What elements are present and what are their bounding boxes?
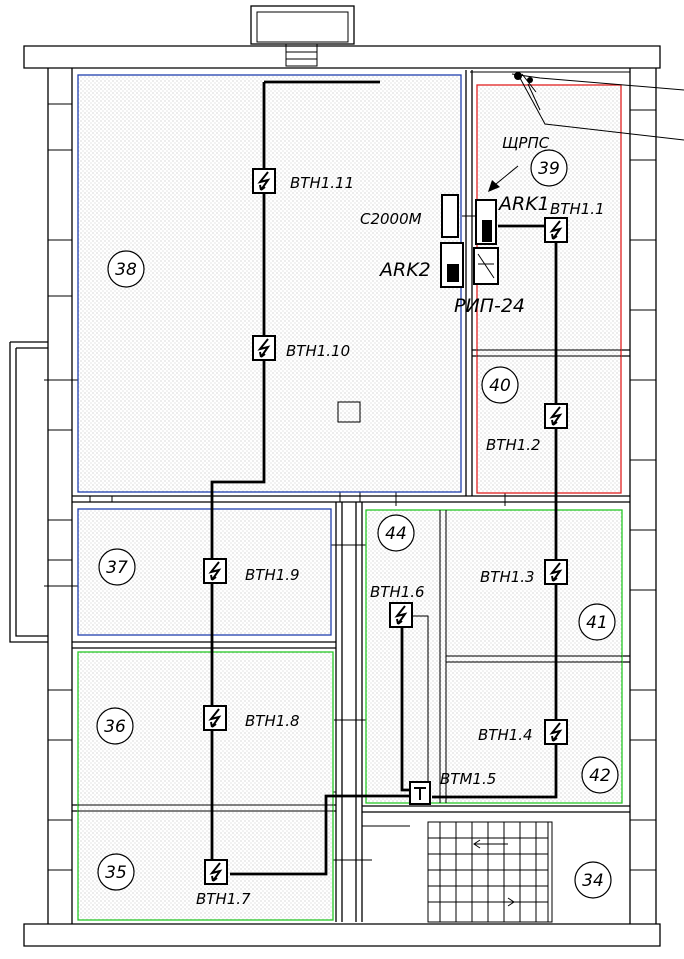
room-number-38: 38 bbox=[107, 250, 145, 288]
detector-d14[interactable]: BTH1.4 bbox=[478, 719, 568, 745]
detector-label: BTH1.1 bbox=[550, 200, 605, 218]
room-number-37: 37 bbox=[98, 548, 136, 586]
lightning-icon bbox=[549, 562, 563, 582]
room-number-layer: 38 37 36 35 39 40 41 42 44 34 bbox=[96, 149, 619, 899]
room-circle bbox=[581, 756, 619, 794]
detector-d19[interactable]: BTH1.9 bbox=[203, 558, 300, 584]
detector-label: BTM1.5 bbox=[440, 770, 496, 788]
room-circle bbox=[574, 861, 612, 899]
room-circle bbox=[578, 603, 616, 641]
label-c2000m: C2000M bbox=[360, 210, 422, 228]
room-number-35: 35 bbox=[97, 853, 135, 891]
tee-icon bbox=[414, 787, 426, 800]
room-number-text: 44 bbox=[385, 524, 407, 544]
detector-d111[interactable]: BTH1.11 bbox=[252, 168, 354, 194]
detector-d13[interactable]: BTH1.3 bbox=[480, 559, 568, 586]
ark2-battery bbox=[447, 264, 459, 282]
rip24-symbol bbox=[477, 253, 495, 279]
room-number-text: 36 bbox=[104, 717, 126, 737]
protection-zones bbox=[77, 74, 623, 921]
room-number-34: 34 bbox=[574, 861, 612, 899]
ark1-battery bbox=[482, 220, 492, 242]
room-circle bbox=[98, 548, 136, 586]
room-number-40: 40 bbox=[481, 366, 519, 404]
detector-label: BTH1.11 bbox=[290, 174, 354, 192]
detector-label: BTH1.4 bbox=[478, 726, 533, 744]
detector-d18[interactable]: BTH1.8 bbox=[203, 705, 300, 731]
lightning-icon bbox=[257, 171, 271, 191]
lightning-icon bbox=[549, 406, 563, 426]
lightning-icon bbox=[208, 561, 222, 581]
detector-d17[interactable]: BTH1.7 bbox=[196, 859, 251, 908]
shrps-leader bbox=[495, 165, 519, 185]
room-number-text: 42 bbox=[589, 766, 611, 786]
external-feed bbox=[511, 72, 684, 141]
room-circle bbox=[530, 149, 568, 187]
lightning-icon bbox=[549, 220, 563, 240]
building-walls bbox=[9, 5, 661, 947]
detector-label: BTH1.3 bbox=[480, 568, 535, 586]
room-number-text: 41 bbox=[586, 613, 608, 633]
detector-layer: BTH1.11BTH1.10BTH1.9BTH1.8BTH1.7BTH1.6BT… bbox=[196, 168, 605, 908]
room-number-39: 39 bbox=[530, 149, 568, 187]
room-number-text: 34 bbox=[582, 871, 604, 891]
room-circle bbox=[96, 707, 134, 745]
detector-d16[interactable]: BTH1.6 bbox=[370, 583, 425, 628]
lightning-icon bbox=[394, 605, 408, 625]
detector-label: BTH1.9 bbox=[245, 566, 300, 584]
detector-label: BTH1.8 bbox=[245, 712, 300, 730]
label-layer: C2000M ARK2 ARK1 РИП-24 ЩРПС bbox=[360, 134, 550, 317]
label-ark1: ARK1 bbox=[497, 193, 550, 215]
room-number-text: 37 bbox=[106, 558, 128, 578]
room-circle bbox=[481, 366, 519, 404]
shrps-arrow-icon bbox=[488, 180, 500, 192]
label-rip24: РИП-24 bbox=[454, 295, 525, 317]
detector-d15[interactable]: BTM1.5 bbox=[409, 770, 496, 805]
detector-label: BTH1.7 bbox=[196, 890, 251, 908]
zone-room-38 bbox=[77, 74, 462, 493]
room-number-text: 35 bbox=[105, 863, 127, 883]
room-circle bbox=[97, 853, 135, 891]
c2000m-panel[interactable] bbox=[441, 194, 459, 238]
room-number-text: 40 bbox=[489, 376, 511, 396]
lightning-icon bbox=[208, 708, 222, 728]
label-ark2: ARK2 bbox=[378, 259, 431, 281]
detector-d110[interactable]: BTH1.10 bbox=[252, 335, 350, 361]
lightning-icon bbox=[257, 338, 271, 358]
detector-d12[interactable]: BTH1.2 bbox=[486, 403, 568, 454]
room-number-text: 38 bbox=[115, 260, 137, 280]
room-number-36: 36 bbox=[96, 707, 134, 745]
detector-d11[interactable]: BTH1.1 bbox=[544, 200, 605, 243]
room-number-42: 42 bbox=[581, 756, 619, 794]
detector-label: BTH1.6 bbox=[370, 583, 425, 601]
room-circle bbox=[377, 514, 415, 552]
lightning-icon bbox=[209, 862, 223, 882]
lightning-icon bbox=[549, 722, 563, 742]
room-circle bbox=[107, 250, 145, 288]
room-number-44: 44 bbox=[377, 514, 415, 552]
detector-label: BTH1.2 bbox=[486, 436, 541, 454]
label-shrps: ЩРПС bbox=[502, 134, 550, 152]
room-number-41: 41 bbox=[578, 603, 616, 641]
detector-label: BTH1.10 bbox=[286, 342, 350, 360]
equipment-group bbox=[440, 165, 519, 288]
room-number-text: 39 bbox=[538, 159, 560, 179]
